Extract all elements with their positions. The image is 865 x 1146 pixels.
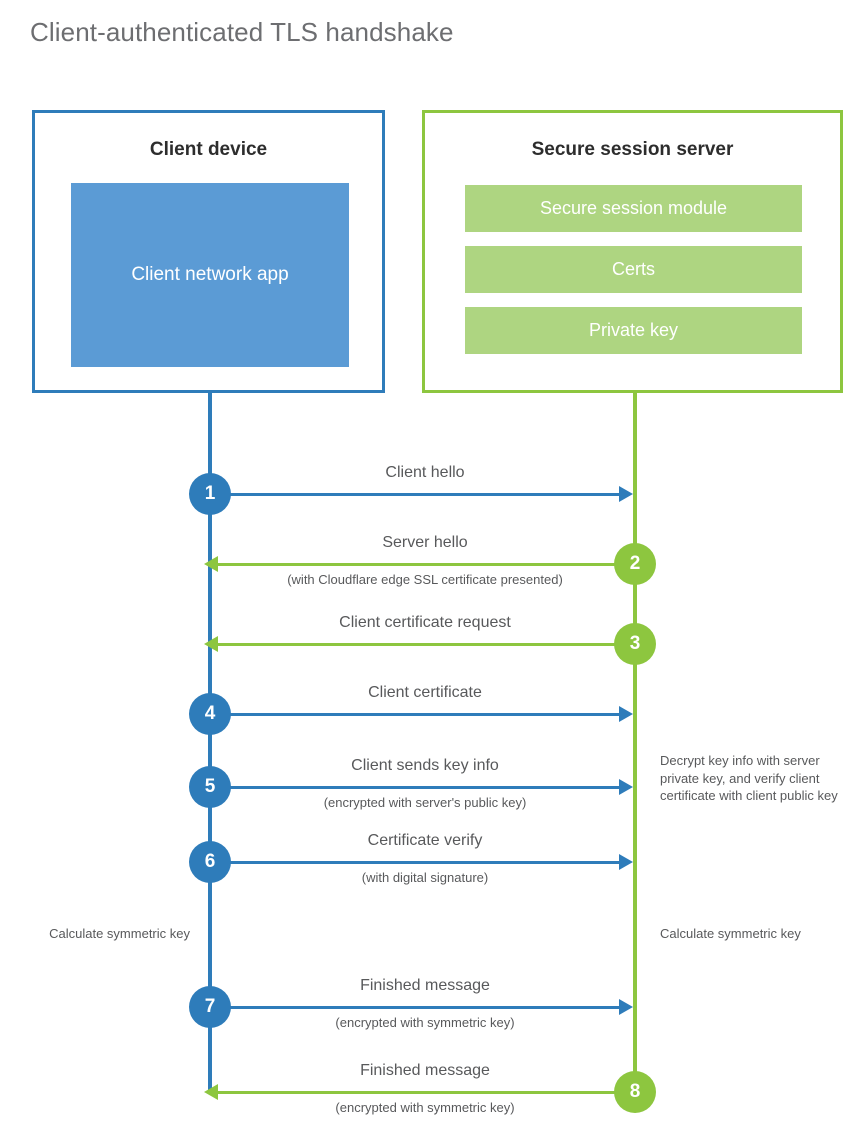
server-component-certs: Certs bbox=[465, 246, 802, 293]
arrow-line-6 bbox=[210, 861, 629, 864]
secure-session-server-box: Secure session server Secure session mod… bbox=[422, 110, 843, 393]
arrow-head-8 bbox=[204, 1084, 218, 1100]
step-circle-4[interactable]: 4 bbox=[189, 693, 231, 735]
note-server-calculate-symmetric-key: Calculate symmetric key bbox=[660, 926, 801, 941]
arrow-line-3 bbox=[214, 643, 633, 646]
step-circle-3[interactable]: 3 bbox=[614, 623, 656, 665]
step-circle-5[interactable]: 5 bbox=[189, 766, 231, 808]
arrow-line-2 bbox=[214, 563, 633, 566]
server-component-private-key: Private key bbox=[465, 307, 802, 354]
step-circle-8[interactable]: 8 bbox=[614, 1071, 656, 1113]
message-sublabel-2: (with Cloudflare edge SSL certificate pr… bbox=[287, 572, 563, 587]
step-circle-2[interactable]: 2 bbox=[614, 543, 656, 585]
arrow-head-6 bbox=[619, 854, 633, 870]
server-lifeline bbox=[633, 393, 637, 1093]
message-label-2: Server hello bbox=[382, 534, 468, 551]
message-label-4: Client certificate bbox=[368, 684, 482, 701]
step-circle-7[interactable]: 7 bbox=[189, 986, 231, 1028]
message-sublabel-8: (encrypted with symmetric key) bbox=[335, 1100, 515, 1115]
message-label-6: Certificate verify bbox=[367, 832, 483, 849]
message-label-1: Client hello bbox=[385, 464, 465, 481]
client-lifeline bbox=[208, 393, 212, 1093]
arrow-line-4 bbox=[210, 713, 629, 716]
client-network-app-block: Client network app bbox=[71, 183, 349, 367]
arrow-line-7 bbox=[210, 1006, 629, 1009]
note-server-decrypt: Decrypt key info with server private key… bbox=[660, 753, 838, 804]
arrow-head-2 bbox=[204, 556, 218, 572]
secure-session-server-title: Secure session server bbox=[531, 139, 734, 160]
page-title: Client-authenticated TLS handshake bbox=[30, 17, 454, 47]
message-sublabel-5: (encrypted with server's public key) bbox=[323, 795, 527, 810]
arrow-head-7 bbox=[619, 999, 633, 1015]
client-device-title: Client device bbox=[149, 139, 268, 160]
message-label-5: Client sends key info bbox=[351, 757, 499, 774]
arrow-head-5 bbox=[619, 779, 633, 795]
client-device-box: Client device Client network app bbox=[32, 110, 385, 393]
note-client-calculate-symmetric-key: Calculate symmetric key bbox=[49, 926, 190, 941]
arrow-head-1 bbox=[619, 486, 633, 502]
message-label-8: Finished message bbox=[360, 1062, 490, 1079]
message-sublabel-7: (encrypted with symmetric key) bbox=[335, 1015, 515, 1030]
step-circle-1[interactable]: 1 bbox=[189, 473, 231, 515]
step-circle-6[interactable]: 6 bbox=[189, 841, 231, 883]
arrow-line-1 bbox=[210, 493, 629, 496]
arrow-line-8 bbox=[214, 1091, 633, 1094]
server-components-list: Secure session module Certs Private key bbox=[465, 185, 802, 354]
message-sublabel-6: (with digital signature) bbox=[361, 870, 489, 885]
message-label-3: Client certificate request bbox=[339, 614, 511, 631]
arrow-head-4 bbox=[619, 706, 633, 722]
arrow-head-3 bbox=[204, 636, 218, 652]
server-component-secure-session-module: Secure session module bbox=[465, 185, 802, 232]
arrow-line-5 bbox=[210, 786, 629, 789]
message-label-7: Finished message bbox=[360, 977, 490, 994]
